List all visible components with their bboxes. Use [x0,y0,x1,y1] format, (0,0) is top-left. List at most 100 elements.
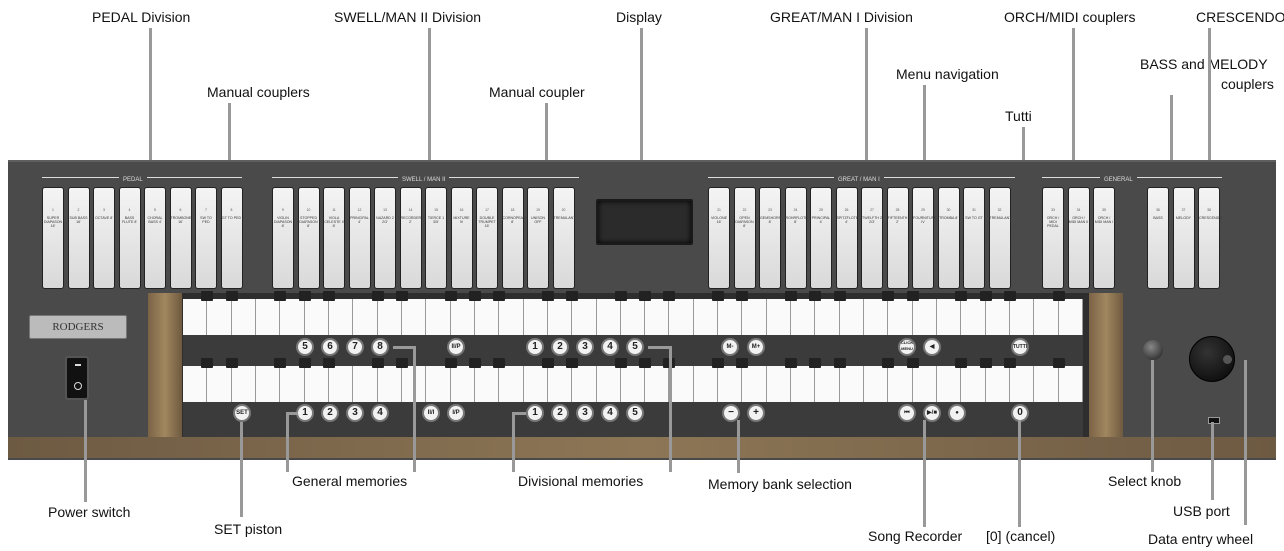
general-piston-5[interactable]: 5 [296,338,314,356]
black-key[interactable] [298,291,311,301]
white-key[interactable] [523,366,548,402]
white-key[interactable] [499,366,524,402]
white-key[interactable] [328,299,354,335]
black-key[interactable] [395,358,408,368]
white-key[interactable] [255,366,281,402]
bank-plus-piston[interactable]: + [747,404,765,422]
black-key[interactable] [955,358,968,368]
white-key[interactable] [1058,299,1083,335]
white-key[interactable] [231,299,256,335]
white-key[interactable] [985,366,1010,402]
white-key[interactable] [1034,366,1059,402]
general-piston-7[interactable]: 7 [346,338,364,356]
white-key[interactable] [791,299,816,335]
white-key[interactable] [669,299,694,335]
white-key[interactable] [280,299,305,335]
click-menu-piston[interactable]: CLICK MENU [898,338,916,356]
black-key[interactable] [493,358,506,368]
white-key[interactable] [912,366,938,402]
swell-divisional-2[interactable]: 2 [551,338,569,356]
back-piston[interactable]: ◀ [923,338,941,356]
memory-plus-piston[interactable]: M+ [747,338,765,356]
white-key[interactable] [450,299,475,335]
white-key[interactable] [985,299,1010,335]
black-key[interactable] [566,291,579,301]
black-key[interactable] [468,291,481,301]
black-key[interactable] [663,291,676,301]
white-key[interactable] [353,366,378,402]
white-key[interactable] [207,299,232,335]
white-key[interactable] [596,366,621,402]
black-key[interactable] [614,291,627,301]
white-key[interactable] [742,299,767,335]
white-key[interactable] [255,299,281,335]
white-key[interactable] [888,299,913,335]
black-key[interactable] [785,291,798,301]
black-key[interactable] [882,358,895,368]
black-key[interactable] [274,358,287,368]
power-switch[interactable] [65,356,89,400]
black-key[interactable] [809,291,822,301]
white-key[interactable] [888,366,913,402]
black-key[interactable] [225,291,238,301]
white-key[interactable] [937,366,962,402]
bank-minus-piston[interactable]: − [722,404,740,422]
white-key[interactable] [280,366,305,402]
black-key[interactable] [979,291,992,301]
white-key[interactable] [961,299,986,335]
black-key[interactable] [566,358,579,368]
black-key[interactable] [614,358,627,368]
black-key[interactable] [468,358,481,368]
white-key[interactable] [207,366,232,402]
general-piston-4[interactable]: 4 [371,404,389,422]
white-key[interactable] [961,366,986,402]
white-key[interactable] [937,299,962,335]
swell-divisional-5[interactable]: 5 [626,338,644,356]
black-key[interactable] [395,291,408,301]
black-key[interactable] [833,358,846,368]
general-piston-6[interactable]: 6 [321,338,339,356]
black-key[interactable] [541,291,554,301]
white-key[interactable] [645,299,670,335]
black-key[interactable] [444,358,457,368]
recorder-prev-piston[interactable]: ⏮ [898,404,916,422]
white-key[interactable] [718,299,743,335]
white-key[interactable] [815,299,840,335]
general-piston-8[interactable]: 8 [371,338,389,356]
white-key[interactable] [183,366,208,402]
white-key[interactable] [499,299,524,335]
black-key[interactable] [906,291,919,301]
white-key[interactable] [742,366,767,402]
white-key[interactable] [547,299,573,335]
general-piston-2[interactable]: 2 [321,404,339,422]
black-key[interactable] [785,358,798,368]
white-key[interactable] [815,366,840,402]
white-key[interactable] [839,299,865,335]
white-key[interactable] [572,366,597,402]
black-key[interactable] [809,358,822,368]
white-key[interactable] [426,299,451,335]
white-key[interactable] [474,366,500,402]
white-key[interactable] [183,299,208,335]
black-key[interactable] [639,358,652,368]
swell-divisional-3[interactable]: 3 [576,338,594,356]
white-key[interactable] [572,299,597,335]
black-key[interactable] [639,291,652,301]
white-key[interactable] [791,366,816,402]
black-key[interactable] [541,358,554,368]
swell-divisional-1[interactable]: 1 [526,338,544,356]
